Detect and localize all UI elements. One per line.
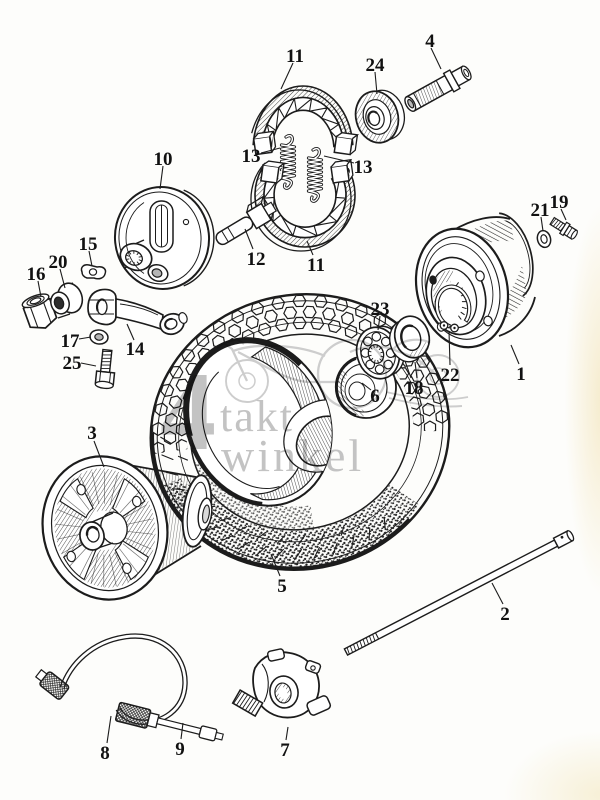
part-label-7: 7 [280,740,290,761]
leader-line-17 [78,336,92,340]
part-label-14: 14 [126,339,146,360]
bolt-25-drawing [94,348,116,390]
leader-line-1 [510,344,520,365]
part-label-17: 17 [61,331,81,352]
part-label-21: 21 [531,200,550,221]
bearing-24-drawing [354,89,406,144]
leader-line-25 [80,362,97,367]
leader-line-2 [491,582,504,605]
part-label-1: 1 [516,364,526,385]
part-label-2: 2 [500,604,510,625]
joint-plate-drawing [80,264,107,280]
watermark-word-bottom: winkel [221,430,364,481]
part-label-6: 6 [370,386,380,407]
part-label-10: 10 [154,149,173,170]
part-label-15: 15 [79,234,98,255]
brake-arm-drawing [87,288,188,336]
speedo-cable-drawing [34,633,224,742]
leader-line-14 [126,323,135,341]
part-label-5: 5 [277,576,287,597]
part-label-11: 11 [286,46,304,67]
part-label-18: 18 [405,378,424,399]
watermark-numeral: 4 [160,350,216,474]
part-label-25: 25 [63,353,82,374]
part-label-9: 9 [175,739,185,760]
part-label-13: 13 [354,157,373,178]
leader-line-7 [285,726,289,741]
speedo-gearbox-drawing [231,648,332,719]
part-label-23: 23 [371,299,390,320]
part-label-13: 13 [242,146,261,167]
part-label-8: 8 [100,743,110,764]
leader-line-12 [244,228,254,250]
part-label-11: 11 [307,255,325,276]
part-label-3: 3 [87,423,97,444]
part-label-20: 20 [49,252,68,273]
washer-21-drawing [536,229,552,249]
part-label-4: 4 [425,31,435,52]
brake-panel-drawing [113,186,215,290]
sleeve-4-drawing [404,65,472,112]
spring-left-drawing [279,134,297,190]
spring-right-drawing [306,147,324,203]
part-label-12: 12 [247,249,266,270]
part-label-22: 22 [441,365,460,386]
bolt-19-drawing [549,216,578,240]
part-label-24: 24 [366,55,386,76]
washer-17-drawing [89,329,109,345]
part-label-19: 19 [550,192,569,213]
part-label-16: 16 [27,264,46,285]
brake-shoe-upper-drawing [251,85,360,156]
leader-line-8 [106,715,112,744]
axle-drawing [343,529,575,657]
